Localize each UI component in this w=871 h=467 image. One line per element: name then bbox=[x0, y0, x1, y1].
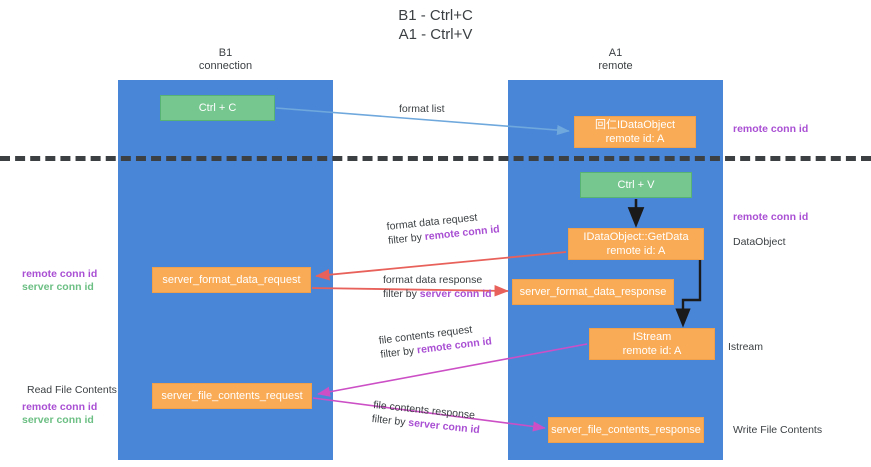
edge-label-format-list: format list bbox=[399, 102, 445, 116]
column-header-b1: B1 connection bbox=[118, 47, 333, 73]
annotation-server-conn-id-b: server conn id bbox=[22, 414, 94, 426]
annotation-dataobject: DataObject bbox=[733, 236, 786, 248]
edge-label-format-data-response-filter: filter by server conn id bbox=[383, 287, 492, 301]
title-line-2: A1 - Ctrl+V bbox=[398, 26, 473, 43]
node-istream-subtitle: remote id: A bbox=[622, 345, 682, 357]
node-idataobject-subtitle: remote id: A bbox=[605, 133, 665, 145]
annotation-write-file-contents: Write File Contents bbox=[733, 424, 823, 436]
annotation-server-conn-id-a: server conn id bbox=[22, 281, 94, 293]
filter-prefix: filter by bbox=[371, 412, 409, 429]
annotation-remote-conn-id-b: remote conn id bbox=[22, 401, 98, 413]
annotation-remote-conn-id-top: remote conn id bbox=[733, 123, 809, 135]
edge-label-file-contents-request: file contents request filter by remote c… bbox=[378, 320, 493, 361]
node-server-file-contents-response[interactable]: server_file_contents_response bbox=[548, 417, 704, 443]
column-header-a1-role: remote bbox=[598, 60, 633, 72]
filter-prefix: filter by bbox=[383, 288, 420, 300]
column-header-b1-name: B1 bbox=[218, 47, 233, 59]
node-server-format-data-request[interactable]: server_format_data_request bbox=[152, 267, 311, 293]
edge-label-format-data-response: format data response filter by server co… bbox=[383, 273, 492, 301]
annotation-istream: Istream bbox=[728, 341, 764, 353]
node-ctrl-c-label: Ctrl + C bbox=[198, 102, 237, 114]
edge-label-format-data-request: format data request filter by remote con… bbox=[386, 208, 500, 248]
edge-label-format-data-response-text: format data response bbox=[383, 274, 483, 286]
node-server-format-data-request-label: server_format_data_request bbox=[162, 274, 301, 286]
annotation-read-file-contents: Read File Contents bbox=[27, 384, 117, 396]
node-server-file-contents-response-label: server_file_contents_response bbox=[551, 424, 701, 436]
node-idataobject[interactable]: 回仁IDataObject remote id: A bbox=[574, 116, 696, 148]
column-header-a1: A1 remote bbox=[508, 47, 723, 73]
filter-key-server-conn-id: server conn id bbox=[419, 288, 492, 300]
node-idataobject-title: 回仁IDataObject bbox=[594, 119, 676, 131]
column-header-b1-role: connection bbox=[198, 60, 253, 72]
node-server-format-data-response[interactable]: server_format_data_response bbox=[512, 279, 674, 305]
edge-label-format-list-text: format list bbox=[399, 103, 445, 115]
node-server-file-contents-request-label: server_file_contents_request bbox=[161, 390, 303, 402]
filter-prefix: filter by bbox=[379, 344, 418, 361]
section-divider bbox=[0, 156, 871, 161]
node-server-format-data-response-label: server_format_data_response bbox=[519, 286, 667, 298]
annotation-conn-ids-upper: remote conn id server conn id bbox=[22, 268, 97, 294]
column-header-a1-name: A1 bbox=[608, 47, 623, 59]
annotation-remote-conn-id-a: remote conn id bbox=[22, 268, 98, 280]
node-ctrl-v-label: Ctrl + V bbox=[617, 179, 655, 191]
node-ctrl-c[interactable]: Ctrl + C bbox=[160, 95, 275, 121]
node-istream[interactable]: IStream remote id: A bbox=[589, 328, 715, 360]
page-title: B1 - Ctrl+C A1 - Ctrl+V bbox=[0, 6, 871, 44]
node-getdata-subtitle: remote id: A bbox=[606, 245, 666, 257]
node-ctrl-v[interactable]: Ctrl + V bbox=[580, 172, 692, 198]
node-idataobject-getdata[interactable]: IDataObject::GetData remote id: A bbox=[568, 228, 704, 260]
annotation-remote-conn-id-mid: remote conn id bbox=[733, 211, 809, 223]
node-server-file-contents-request[interactable]: server_file_contents_request bbox=[152, 383, 312, 409]
title-line-1: B1 - Ctrl+C bbox=[398, 7, 473, 24]
node-getdata-title: IDataObject::GetData bbox=[583, 231, 689, 243]
annotation-conn-ids-lower: remote conn id server conn id bbox=[22, 401, 97, 427]
edge-label-file-contents-response: file contents response filter by server … bbox=[371, 398, 482, 437]
filter-prefix: filter by bbox=[387, 231, 426, 247]
node-istream-title: IStream bbox=[632, 331, 672, 343]
